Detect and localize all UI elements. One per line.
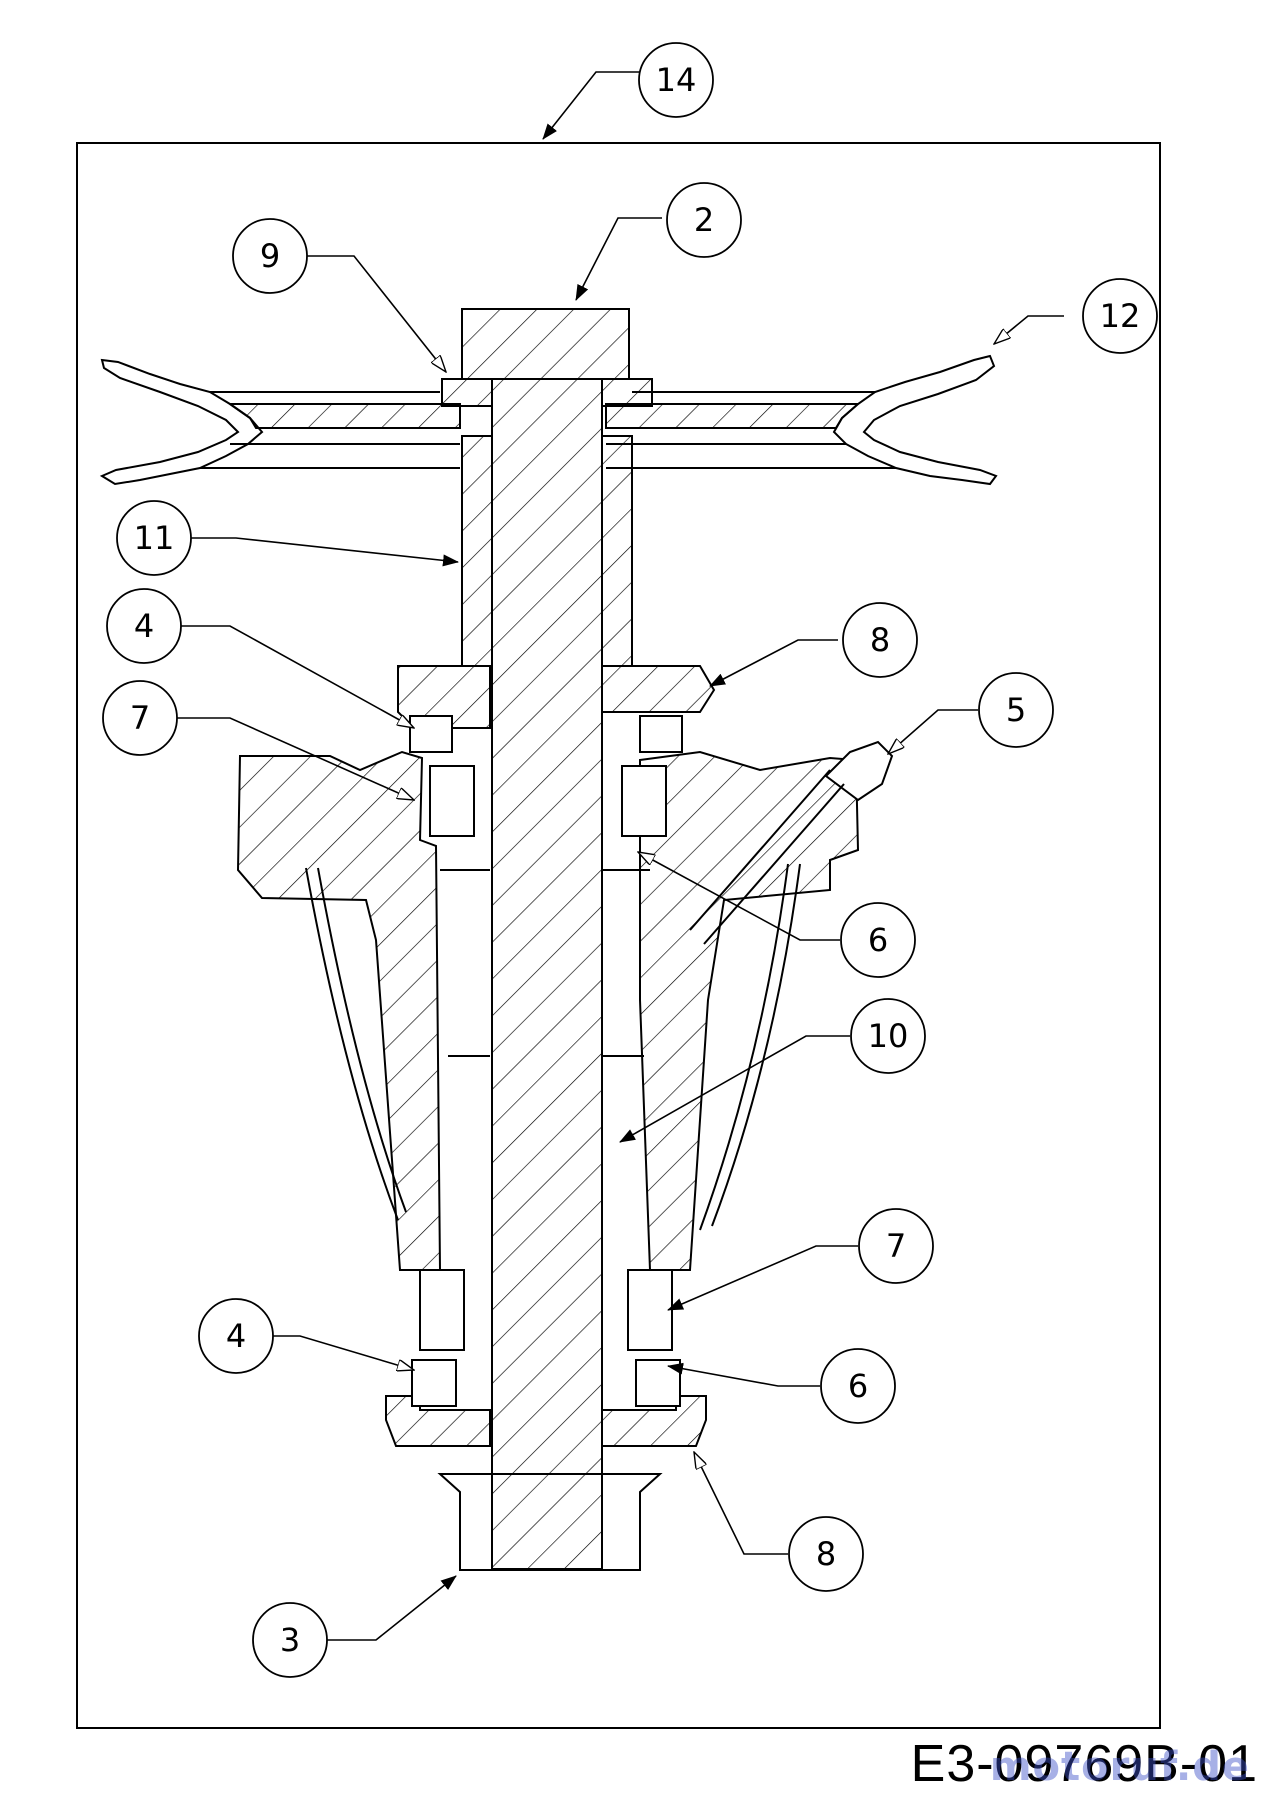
shaft — [461, 308, 630, 1570]
callout-7b-circle — [858, 1208, 934, 1284]
drawing-code: E3-09769B-01 — [910, 1735, 1258, 1793]
spacer-11 — [461, 435, 633, 667]
callout-14: 14 — [656, 61, 697, 99]
callout-3: 3 — [280, 1621, 300, 1659]
housing-skirt — [305, 863, 801, 1231]
callout-6b-circle — [820, 1348, 896, 1424]
callout-11-circle — [116, 500, 192, 576]
callout-8a: 8 — [870, 621, 890, 659]
callout-5: 5 — [1006, 691, 1026, 729]
watermark: motoruf.de — [989, 1744, 1250, 1790]
callout-12: 12 — [1100, 297, 1141, 335]
callout-5-circle — [978, 672, 1054, 748]
callout-6b: 6 — [848, 1367, 868, 1405]
callout-4b-circle — [198, 1298, 274, 1374]
callout-8a-circle — [842, 602, 918, 678]
callout-8b: 8 — [816, 1535, 836, 1573]
callout-labels: 14 2 9 12 11 4 8 7 5 6 10 7 4 6 8 3 — [130, 61, 1141, 1659]
bearings — [409, 715, 683, 1407]
callout-14-circle — [638, 42, 714, 118]
callout-2-circle — [666, 182, 742, 258]
drawing-frame — [76, 142, 1161, 1729]
callout-12-circle — [1082, 278, 1158, 354]
callout-circles — [102, 42, 1158, 1678]
callout-6a: 6 — [868, 921, 888, 959]
callout-10: 10 — [868, 1017, 909, 1055]
callout-3-circle — [252, 1602, 328, 1678]
pulley — [99, 354, 998, 486]
leader-lines — [174, 71, 1064, 1641]
callout-7a-circle — [102, 680, 178, 756]
callout-9-circle — [232, 218, 308, 294]
callout-11: 11 — [134, 519, 175, 557]
callout-4b: 4 — [226, 1317, 246, 1355]
callout-4a-circle — [106, 588, 182, 664]
callout-10-circle — [850, 998, 926, 1074]
callout-2: 2 — [694, 201, 714, 239]
washer-9 — [441, 378, 653, 407]
callout-8b-circle — [788, 1516, 864, 1592]
grease-fitting — [689, 740, 894, 945]
callout-9: 9 — [260, 237, 280, 275]
callout-4a: 4 — [134, 607, 154, 645]
callout-7a: 7 — [130, 699, 150, 737]
callout-6a-circle — [840, 902, 916, 978]
spindle-housing — [236, 665, 860, 1571]
callout-7b: 7 — [886, 1227, 906, 1265]
